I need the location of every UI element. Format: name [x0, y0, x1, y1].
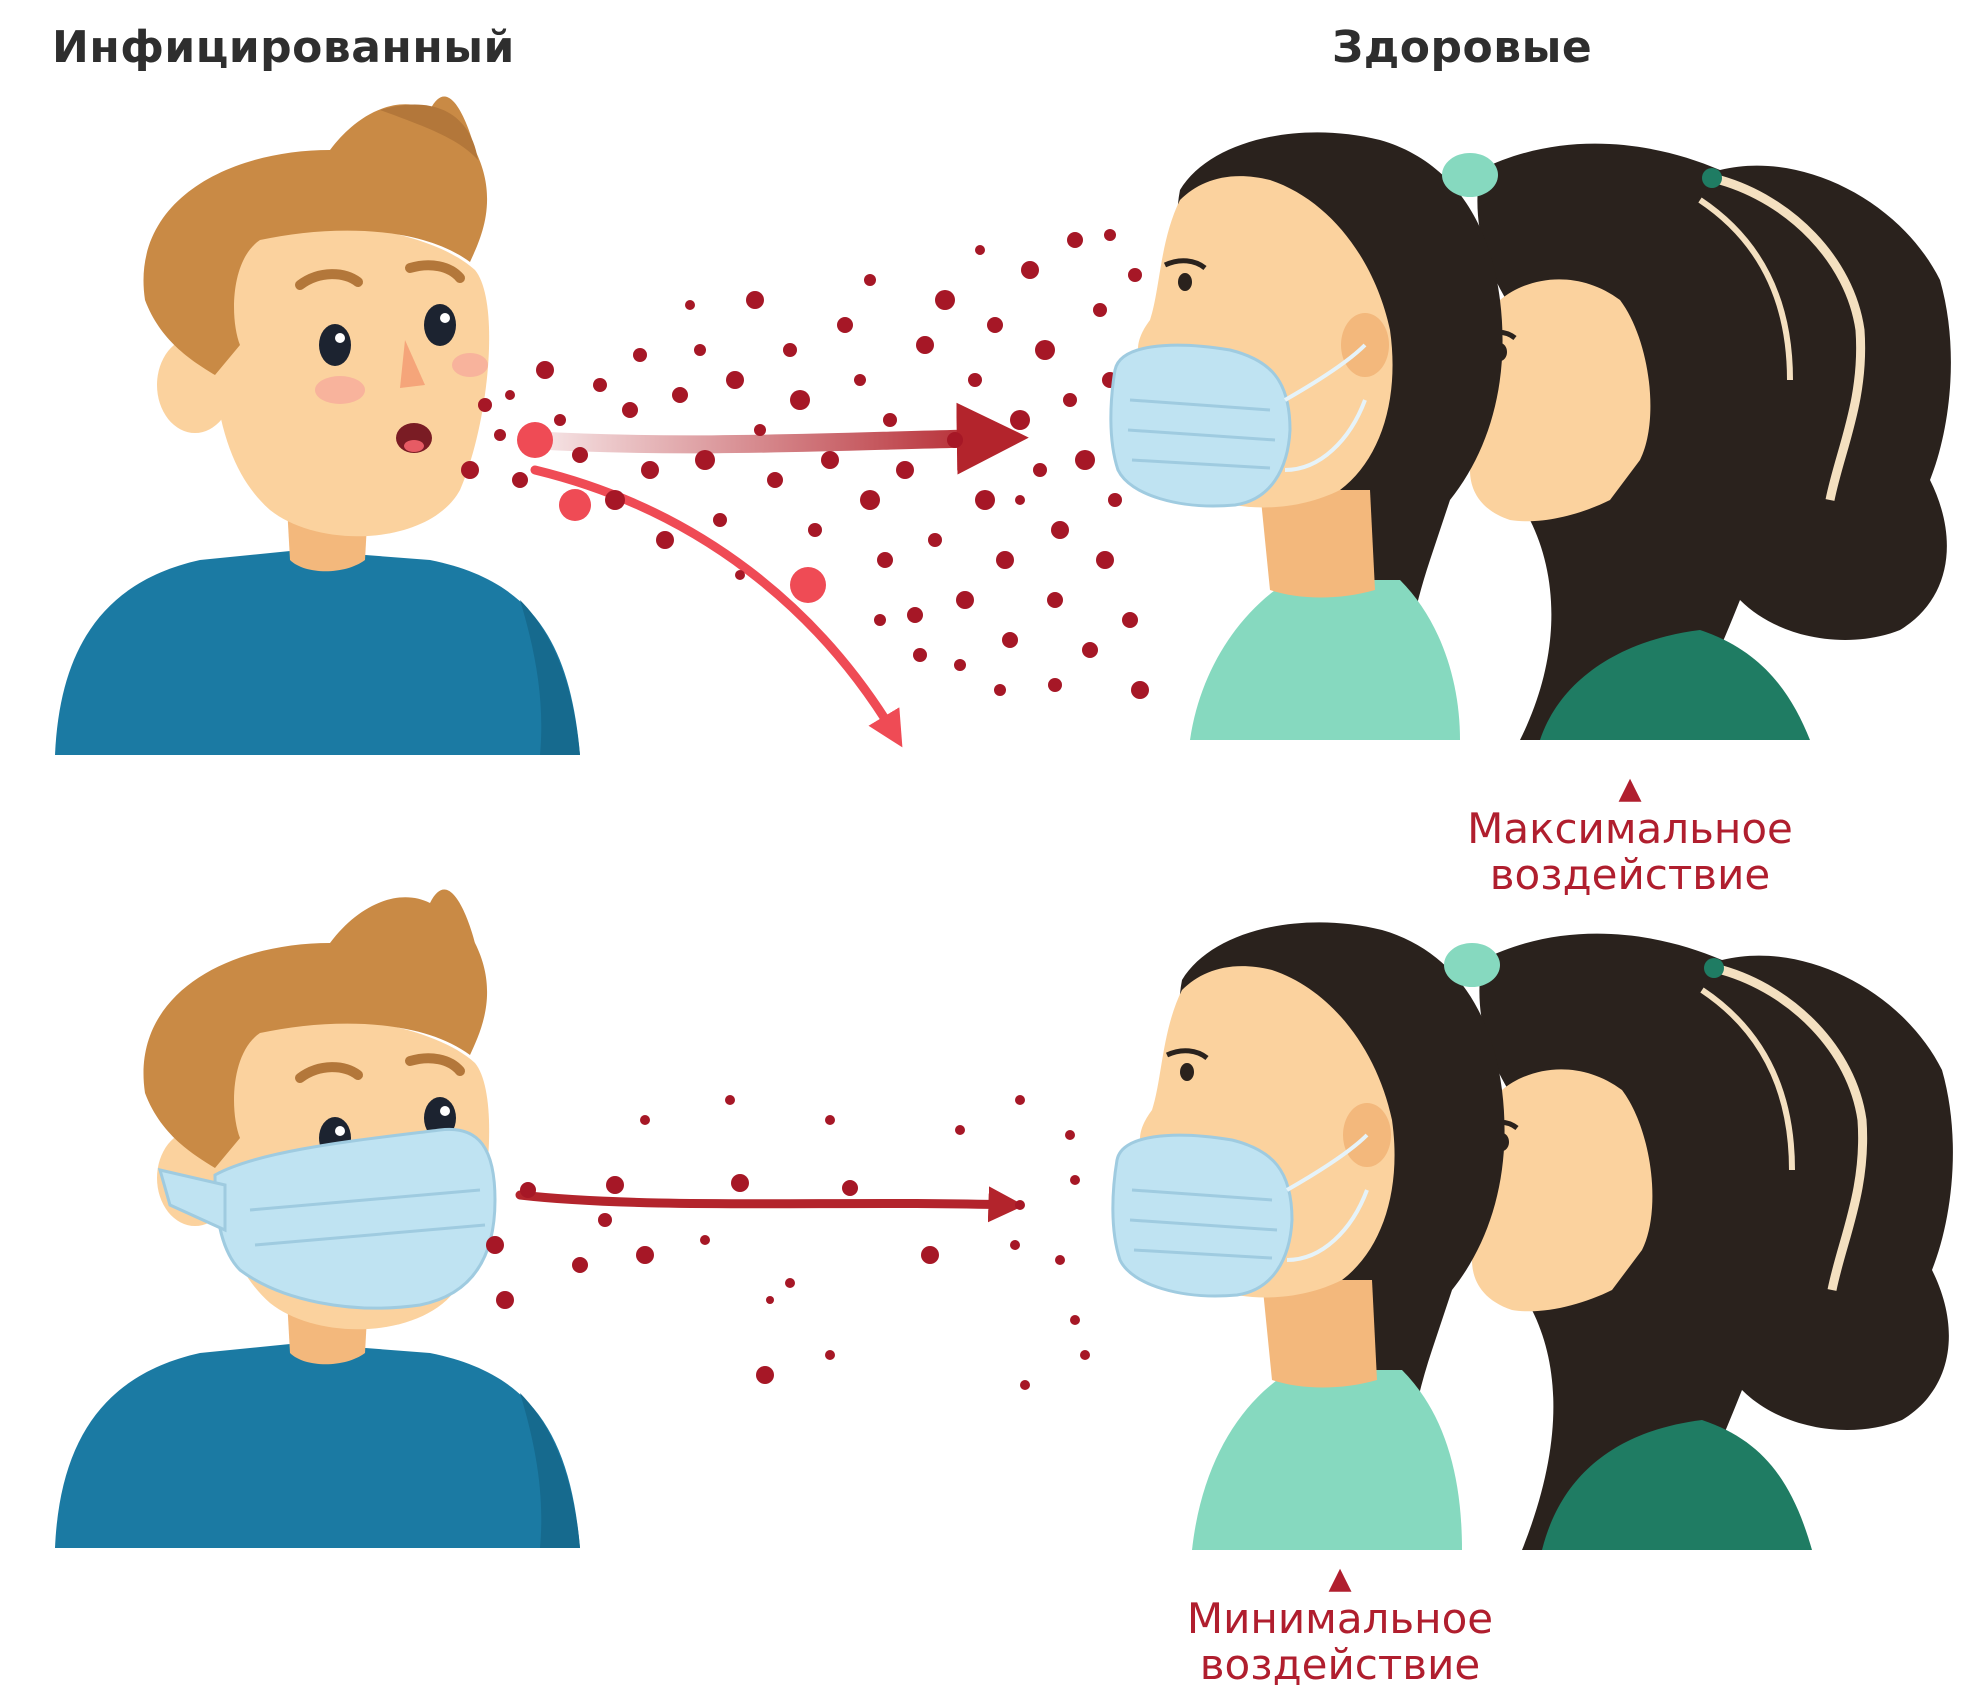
minimum-impact-line1: Минимальное [1150, 1596, 1530, 1642]
droplet-cloud-dense [461, 229, 1149, 699]
maximum-impact-line1: Максимальное [1440, 806, 1820, 852]
minimum-impact-line2: воздействие [1150, 1642, 1530, 1688]
cough-trajectory-straight [530, 438, 1000, 444]
two-girls-profile-illustration-bottom [1113, 922, 1953, 1550]
cough-trajectory-masked [520, 1195, 1010, 1205]
droplet-cloud-sparse [486, 1095, 1090, 1390]
minimum-impact-label: ▲ Минимальное воздействие [1150, 1562, 1530, 1688]
maximum-impact-line2: воздействие [1440, 852, 1820, 898]
up-triangle-icon: ▲ [1440, 772, 1820, 806]
boy-wearing-mask-illustration [55, 890, 580, 1548]
maximum-impact-label: ▲ Максимальное воздействие [1440, 772, 1820, 898]
boy-coughing-illustration [55, 97, 580, 755]
up-triangle-icon: ▲ [1150, 1562, 1530, 1596]
two-girls-profile-illustration [1111, 132, 1951, 740]
